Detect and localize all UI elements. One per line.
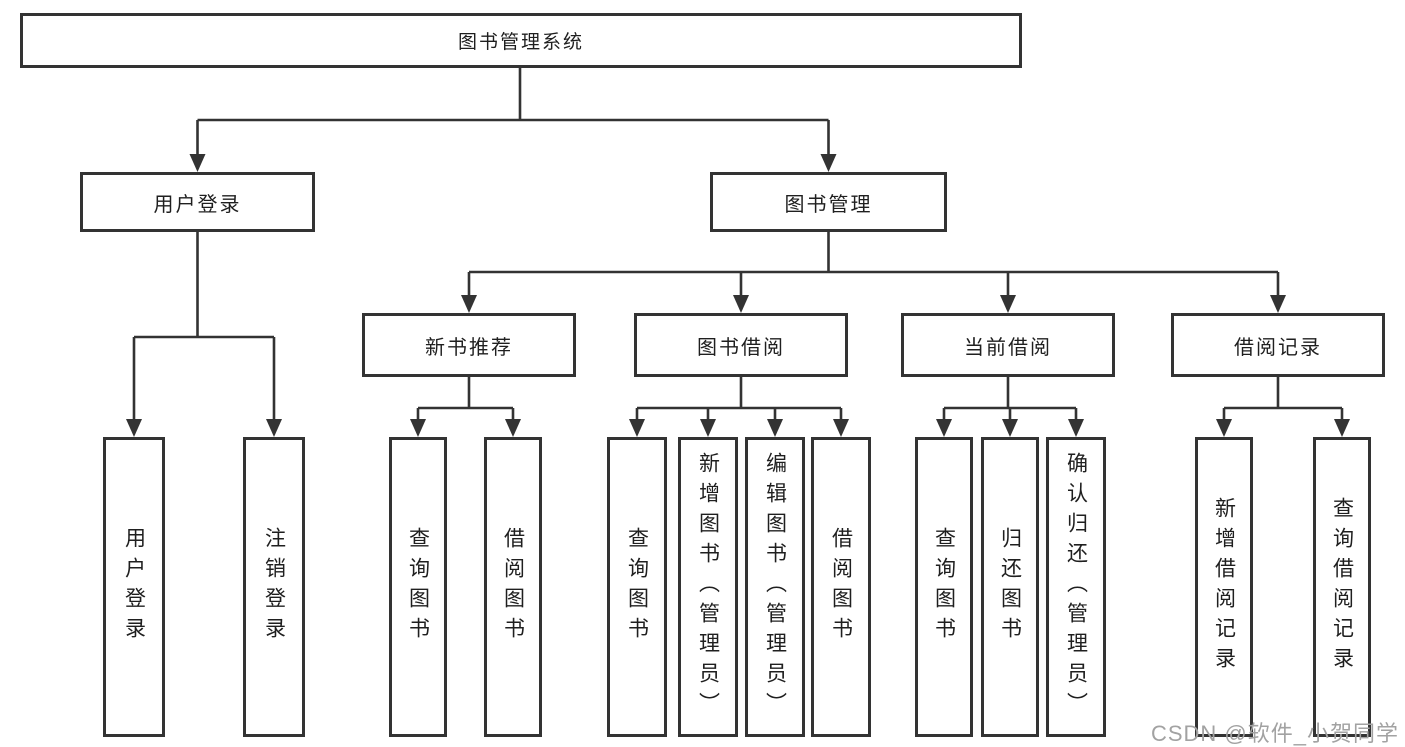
leaf-return-books-label: 归还图书 (998, 527, 1022, 647)
node-book-borrowing-label: 图书借阅 (697, 336, 785, 359)
leaf-query-books-borrow-label: 查询图书 (625, 527, 649, 647)
leaf-confirm-return-admin: 确认归还（管理员） (1046, 437, 1106, 737)
leaf-borrow-books-recommend-label: 借阅图书 (501, 527, 525, 647)
node-book-management: 图书管理 (710, 172, 947, 232)
leaf-logout: 注销登录 (243, 437, 305, 737)
node-book-management-label: 图书管理 (784, 193, 873, 216)
leaf-add-borrow-record: 新增借阅记录 (1195, 437, 1253, 737)
leaf-user-login-label: 用户登录 (122, 527, 146, 647)
node-library-system-label: 图书管理系统 (457, 32, 584, 53)
leaf-query-books-borrow: 查询图书 (607, 437, 667, 737)
leaf-logout-label: 注销登录 (262, 527, 286, 647)
node-current-borrowing-label: 当前借阅 (964, 336, 1052, 359)
csdn-watermark: CSDN @软件_小贺同学 (1150, 721, 1399, 746)
node-borrowing-records-label: 借阅记录 (1234, 336, 1322, 359)
leaf-query-books-current: 查询图书 (915, 437, 973, 737)
leaf-query-books-recommend: 查询图书 (389, 437, 447, 737)
leaf-query-borrow-record-label: 查询借阅记录 (1330, 497, 1354, 677)
leaf-user-login: 用户登录 (103, 437, 165, 737)
leaf-edit-books-admin: 编辑图书（管理员） (745, 437, 805, 737)
node-library-system: 图书管理系统 (20, 13, 1022, 68)
leaf-borrow-books-label: 借阅图书 (829, 527, 853, 647)
node-user-login: 用户登录 (80, 172, 315, 232)
leaf-borrow-books-recommend: 借阅图书 (484, 437, 542, 737)
arrowheads (126, 154, 1350, 437)
leaf-confirm-return-admin-label: 确认归还（管理员） (1064, 452, 1088, 722)
node-user-login-label: 用户登录 (153, 193, 242, 216)
leaf-query-borrow-record: 查询借阅记录 (1313, 437, 1371, 737)
leaf-borrow-books: 借阅图书 (811, 437, 871, 737)
leaf-add-books-admin: 新增图书（管理员） (678, 437, 738, 737)
leaf-add-borrow-record-label: 新增借阅记录 (1212, 497, 1236, 677)
leaf-edit-books-admin-label: 编辑图书（管理员） (763, 452, 787, 722)
leaf-return-books: 归还图书 (981, 437, 1039, 737)
node-borrowing-records: 借阅记录 (1171, 313, 1385, 377)
node-new-book-recommendation: 新书推荐 (362, 313, 576, 377)
node-book-borrowing: 图书借阅 (634, 313, 848, 377)
leaf-query-books-recommend-label: 查询图书 (406, 527, 430, 647)
node-new-book-recommendation-label: 新书推荐 (425, 336, 513, 359)
leaf-add-books-admin-label: 新增图书（管理员） (696, 452, 720, 722)
leaf-query-books-current-label: 查询图书 (932, 527, 956, 647)
node-current-borrowing: 当前借阅 (901, 313, 1115, 377)
